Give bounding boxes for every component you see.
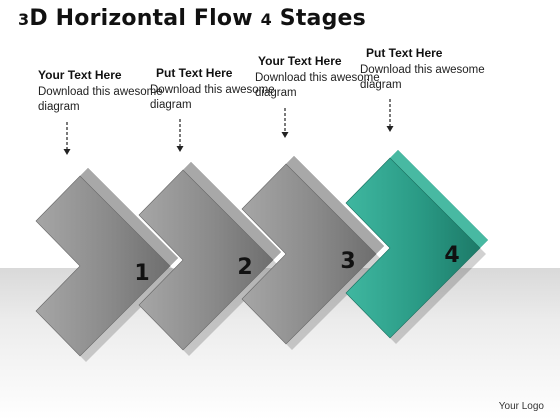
arrowhead-icon-4 <box>386 126 394 132</box>
arrowhead-icon-3 <box>281 132 289 138</box>
chevron-stage-4: 4 <box>345 150 488 344</box>
chevron-front-face <box>35 175 171 357</box>
chevron-front-face <box>138 169 274 351</box>
stage-1-heading: Your Text Here <box>38 68 122 82</box>
title-number-4: 4 <box>260 10 272 29</box>
stage-2-body: Download this awesome diagram <box>150 84 275 111</box>
arrowhead-icon-1 <box>63 149 71 155</box>
chevron-right-bevel <box>390 150 488 248</box>
stage-4-heading: Put Text Here <box>366 46 443 60</box>
chevron-front-face <box>241 163 377 345</box>
stage-2-note: Put Text Here Download this awesome diag… <box>150 66 280 113</box>
chevron-stage-3: 3 <box>241 156 384 350</box>
stage-4-body: Download this awesome diagram <box>360 64 485 91</box>
title-number-3: 3 <box>18 10 30 29</box>
chevron-right-bevel <box>286 156 384 254</box>
title-text-part2: Stages <box>271 6 366 31</box>
stage-number-1: 1 <box>134 261 149 286</box>
stage-3-body: Download this awesome diagram <box>255 72 380 99</box>
chevron-right-bevel <box>183 162 281 260</box>
stage-2-heading: Put Text Here <box>156 66 233 80</box>
stage-3-note: Your Text Here Download this awesome dia… <box>255 54 385 101</box>
stage-number-4: 4 <box>444 243 459 268</box>
stage-3-heading: Your Text Here <box>258 54 342 68</box>
title-text-part1: D Horizontal Flow <box>29 6 261 31</box>
stage-4-note: Put Text Here Download this awesome diag… <box>360 46 490 93</box>
stage-1-note: Your Text Here Download this awesome dia… <box>38 68 168 115</box>
page-title: 3D Horizontal Flow 4 Stages <box>18 6 366 31</box>
chevron-stage-1: 1 <box>35 168 178 362</box>
chevron-front-face <box>345 157 481 339</box>
stage-1-body: Download this awesome diagram <box>38 86 163 113</box>
chevron-right-bevel <box>80 168 178 266</box>
stage-number-2: 2 <box>237 255 252 280</box>
chevron-stage-2: 2 <box>138 162 281 356</box>
arrowhead-icon-2 <box>176 146 184 152</box>
logo-text: Your Logo <box>498 401 544 412</box>
stage-number-3: 3 <box>340 249 355 274</box>
